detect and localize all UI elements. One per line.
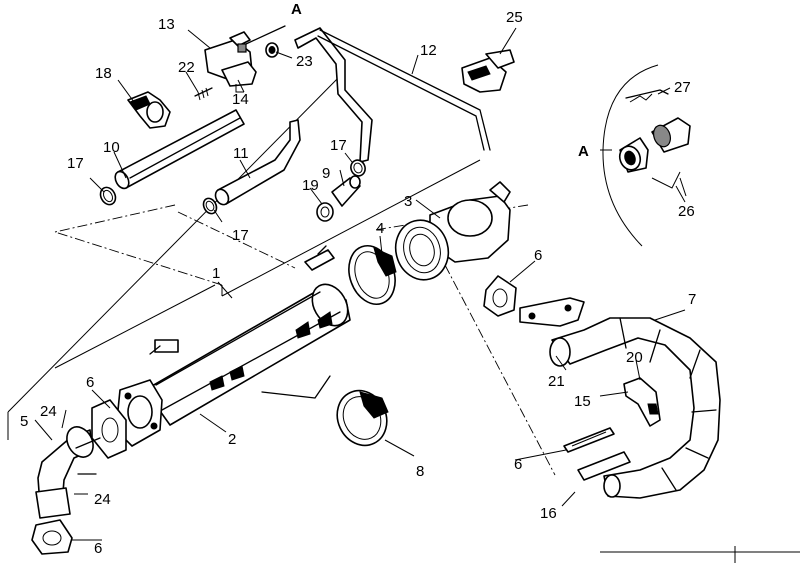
label-9: 9 [322,165,330,182]
clamp-part-4 [348,245,397,305]
label-21: 21 [548,373,565,390]
clamp-part-8 [336,389,389,447]
label-17-left: 17 [67,155,84,172]
detail-a-side: A [578,143,589,160]
label-1: 1 [212,265,220,282]
label-25: 25 [506,9,523,26]
leader-lines-part-8 [261,375,331,399]
valve-housing-part-3 [394,181,511,281]
label-27: 27 [674,79,691,96]
nut-part-23 [265,42,279,58]
label-16: 16 [540,505,557,522]
label-13: 13 [158,16,175,33]
gasket-part-6-bottom [31,519,73,555]
callout-labels: 1 2 3 4 5 6 6 6 6 7 8 9 10 11 12 13 14 1… [20,1,696,557]
label-6-left: 6 [86,374,94,391]
gasket-strip-part-16 [563,427,615,453]
label-17-right: 17 [330,137,347,154]
egr-cooler-part-2 [144,245,351,426]
o-ring-part-17-mid [202,197,218,215]
label-7: 7 [688,291,696,308]
detail-a-view [600,64,691,247]
label-24-bottom: 24 [94,491,111,508]
bracket-part-21 [519,297,585,327]
hose-part-12 [294,27,491,163]
label-6-top: 6 [534,247,542,264]
label-12: 12 [420,42,437,59]
bracket-part-15 [623,377,661,427]
detail-a-top: A [291,1,302,18]
footer-rule [600,546,800,563]
label-11: 11 [233,145,249,162]
leader-line-a [245,25,286,45]
hose-part-11 [214,119,301,206]
label-6-mid: 6 [514,456,522,473]
label-6-bottom: 6 [94,540,102,557]
label-23: 23 [296,53,313,70]
label-3: 3 [404,193,412,210]
spring-part-22 [194,87,213,101]
elbow-part-5 [35,426,101,519]
o-ring-part-17-right [350,159,366,177]
label-18: 18 [95,65,112,82]
label-26: 26 [678,203,695,220]
label-2: 2 [228,431,236,448]
label-8: 8 [416,463,424,480]
label-14: 14 [232,91,249,108]
callout-leaders [34,27,686,541]
assembly-outline [7,70,481,440]
label-24-top: 24 [40,403,57,420]
label-20: 20 [626,349,643,366]
label-4: 4 [376,220,384,237]
fitting-part-9 [331,175,361,207]
hose-part-10 [114,109,245,190]
label-15: 15 [574,393,591,410]
label-19: 19 [302,177,319,194]
label-22: 22 [178,59,195,76]
label-10: 10 [103,139,120,156]
label-17-mid: 17 [232,227,249,244]
clamp-part-18 [127,91,171,129]
exhaust-pipe-part-7 [549,317,721,499]
gasket-part-6-top [483,275,517,317]
label-5: 5 [20,413,28,430]
fitting-part-14 [221,61,257,93]
bracket-part-25 [461,49,515,93]
washer-part-19 [316,202,334,222]
gasket-part-6-mid [577,451,631,481]
